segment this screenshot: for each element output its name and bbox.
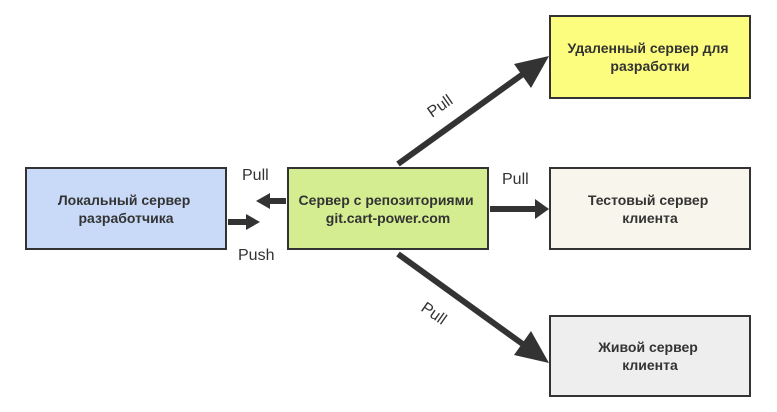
- node-box: [549, 167, 751, 250]
- node-label-line: Локальный сервер: [58, 192, 190, 208]
- edge-pull-client-live: Pull: [396, 251, 549, 363]
- node-label-line: Удаленный сервер для: [568, 40, 729, 56]
- arrow-shaft: [396, 251, 526, 348]
- node-client-live-server: Живой сервер клиента: [549, 315, 751, 397]
- node-label-line: клиента: [622, 210, 678, 226]
- edge-label: Pull: [425, 92, 457, 121]
- svg-text:Локальный сервер разрабо: Локальный сервер разработчика: [58, 192, 194, 226]
- node-box: [549, 15, 751, 99]
- node-label-line: клиента: [622, 357, 678, 373]
- arrow-head: [246, 214, 260, 230]
- svg-text:Удаленный сервер для раз: Удаленный сервер для разработки: [568, 40, 733, 74]
- node-label-line: разработки: [610, 58, 689, 74]
- node-local-dev-server: Локальный сервер разработчика: [25, 167, 227, 250]
- node-label-line: Живой сервер: [597, 339, 698, 355]
- edge-label: Pull: [418, 299, 450, 328]
- node-label-line: Сервер с репозиториями: [299, 192, 474, 208]
- node-client-test-server: Тестовый сервер клиента: [549, 167, 751, 250]
- node-label-line: разработчика: [78, 210, 173, 226]
- edge-label: Pull: [502, 171, 529, 188]
- arrow-shaft: [396, 71, 525, 167]
- svg-text:Сервер с репозиториями g: Сервер с репозиториями git.cart-power.co…: [299, 192, 478, 226]
- arrow-head: [535, 199, 549, 219]
- svg-text:Тестовый сервер клиента: Тестовый сервер клиента: [588, 192, 712, 226]
- edge-push-to-repo: Push: [228, 214, 274, 264]
- node-box: [25, 167, 227, 250]
- node-remote-dev-server: Удаленный сервер для разработки: [549, 15, 751, 99]
- arrow-head: [514, 331, 549, 363]
- node-box: [287, 167, 489, 250]
- node-label-line: Тестовый сервер: [588, 192, 708, 208]
- node-repo-server: Сервер с репозиториями git.cart-power.co…: [287, 167, 489, 250]
- arrow-head: [256, 193, 270, 209]
- edge-pull-remote-dev: Pull: [396, 56, 549, 167]
- node-label-line: git.cart-power.com: [326, 210, 450, 226]
- edge-label: Pull: [242, 167, 269, 184]
- edge-label: Push: [238, 247, 274, 264]
- edge-pull-to-local: Pull: [242, 167, 286, 209]
- edge-pull-client-test: Pull: [490, 171, 549, 219]
- node-box: [549, 315, 751, 397]
- svg-text:Живой сервер клиента: Живой сервер клиента: [597, 339, 702, 373]
- arrow-head: [514, 56, 549, 88]
